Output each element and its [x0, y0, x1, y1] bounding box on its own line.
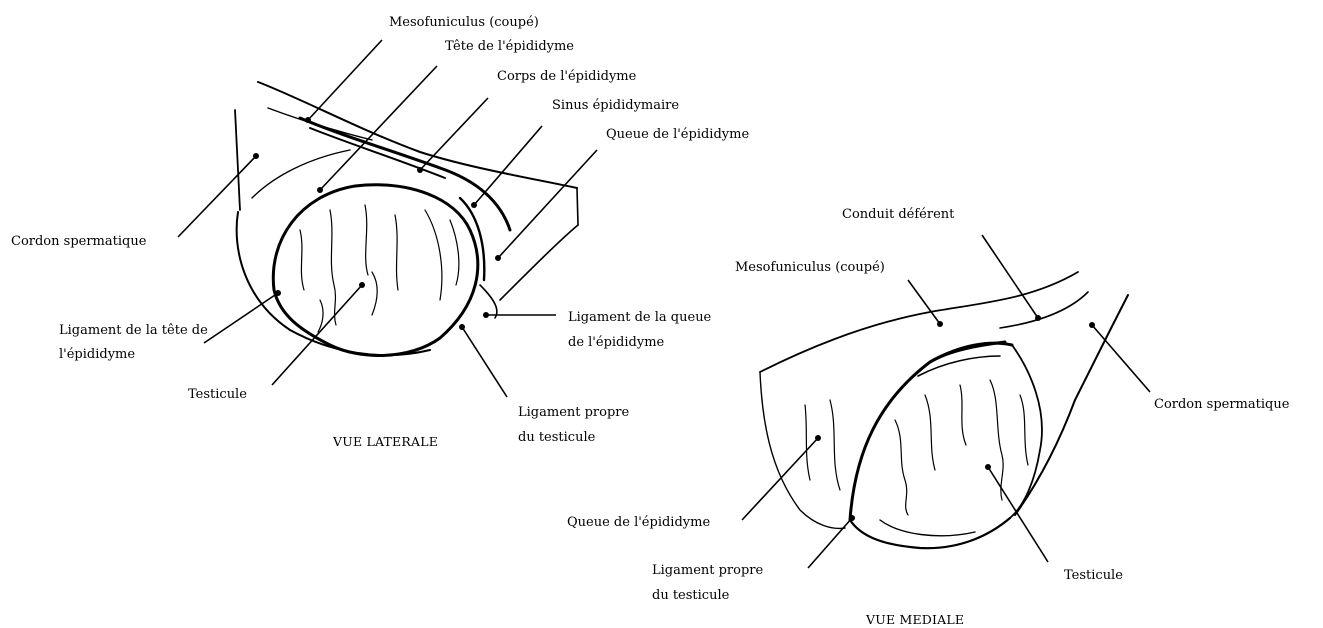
leader-queue-epididyme [742, 438, 818, 520]
leader-sinus [474, 126, 542, 205]
pointer-dot [495, 255, 501, 261]
leader-ligament-propre [462, 327, 507, 397]
leader-testicule [988, 467, 1048, 562]
pointer-dot [253, 153, 259, 159]
label-testicule: Testicule [1064, 568, 1123, 583]
pointer-dot [305, 117, 311, 123]
leader-corps-epididyme [420, 98, 488, 170]
label-ligament-propre-line1: Ligament propre [652, 563, 764, 578]
label-sinus-epididymaire: Sinus épididymaire [552, 98, 679, 113]
pointer-dot [417, 167, 423, 173]
title-vue-mediale: VUE MEDIALE [865, 612, 964, 627]
label-corps-epididyme: Corps de l'épididyme [497, 69, 637, 84]
pointer-dot [1035, 315, 1041, 321]
pointer-dot [815, 435, 821, 441]
pointer-dot [985, 464, 991, 470]
label-ligament-tete-line1: Ligament de la tête de [59, 323, 208, 338]
pointer-dot [1089, 322, 1095, 328]
pointer-dot [317, 187, 323, 193]
pointer-dot [359, 282, 365, 288]
label-cordon-spermatique: Cordon spermatique [11, 234, 147, 249]
label-ligament-queue-line1: Ligament de la queue [568, 310, 712, 325]
label-testicule: Testicule [188, 387, 247, 402]
leader-cordon [1092, 325, 1150, 392]
label-tete-epididyme: Tête de l'épididyme [445, 39, 574, 54]
label-ligament-propre-line2: du testicule [652, 588, 730, 603]
pointer-dot [471, 202, 477, 208]
label-ligament-propre-line1: Ligament propre [518, 405, 630, 420]
pointer-dot [849, 515, 855, 521]
label-cordon-spermatique: Cordon spermatique [1154, 397, 1290, 412]
leader-mesofuniculus [908, 280, 940, 324]
label-mesofuniculus: Mesofuniculus (coupé) [735, 260, 885, 275]
pointer-dot [483, 312, 489, 318]
leader-conduit-deferent [982, 235, 1038, 318]
leader-testicule [272, 285, 362, 385]
label-queue-epididyme: Queue de l'épididyme [567, 515, 710, 530]
label-conduit-deferent: Conduit déférent [842, 207, 955, 222]
label-ligament-propre-line2: du testicule [518, 430, 596, 445]
title-vue-laterale: VUE LATERALE [332, 434, 438, 449]
leader-queue-epididyme [498, 150, 597, 258]
label-queue-epididyme: Queue de l'épididyme [606, 127, 749, 142]
label-ligament-tete-line2: l'épididyme [59, 347, 135, 362]
medial-view: Conduit déférent Mesofuniculus (coupé) C… [567, 207, 1290, 627]
pointer-dot [275, 290, 281, 296]
label-mesofuniculus: Mesofuniculus (coupé) [389, 15, 539, 30]
pointer-dot [459, 324, 465, 330]
medial-drawing [760, 272, 1128, 548]
pointer-dot [937, 321, 943, 327]
leader-cordon [178, 156, 256, 237]
label-ligament-queue-line2: de l'épididyme [568, 335, 665, 350]
leader-ligament-tete [204, 293, 278, 343]
leader-mesofuniculus [308, 40, 382, 120]
leader-ligament-propre [808, 518, 852, 568]
lateral-view: Mesofuniculus (coupé) Tête de l'épididym… [11, 15, 749, 449]
